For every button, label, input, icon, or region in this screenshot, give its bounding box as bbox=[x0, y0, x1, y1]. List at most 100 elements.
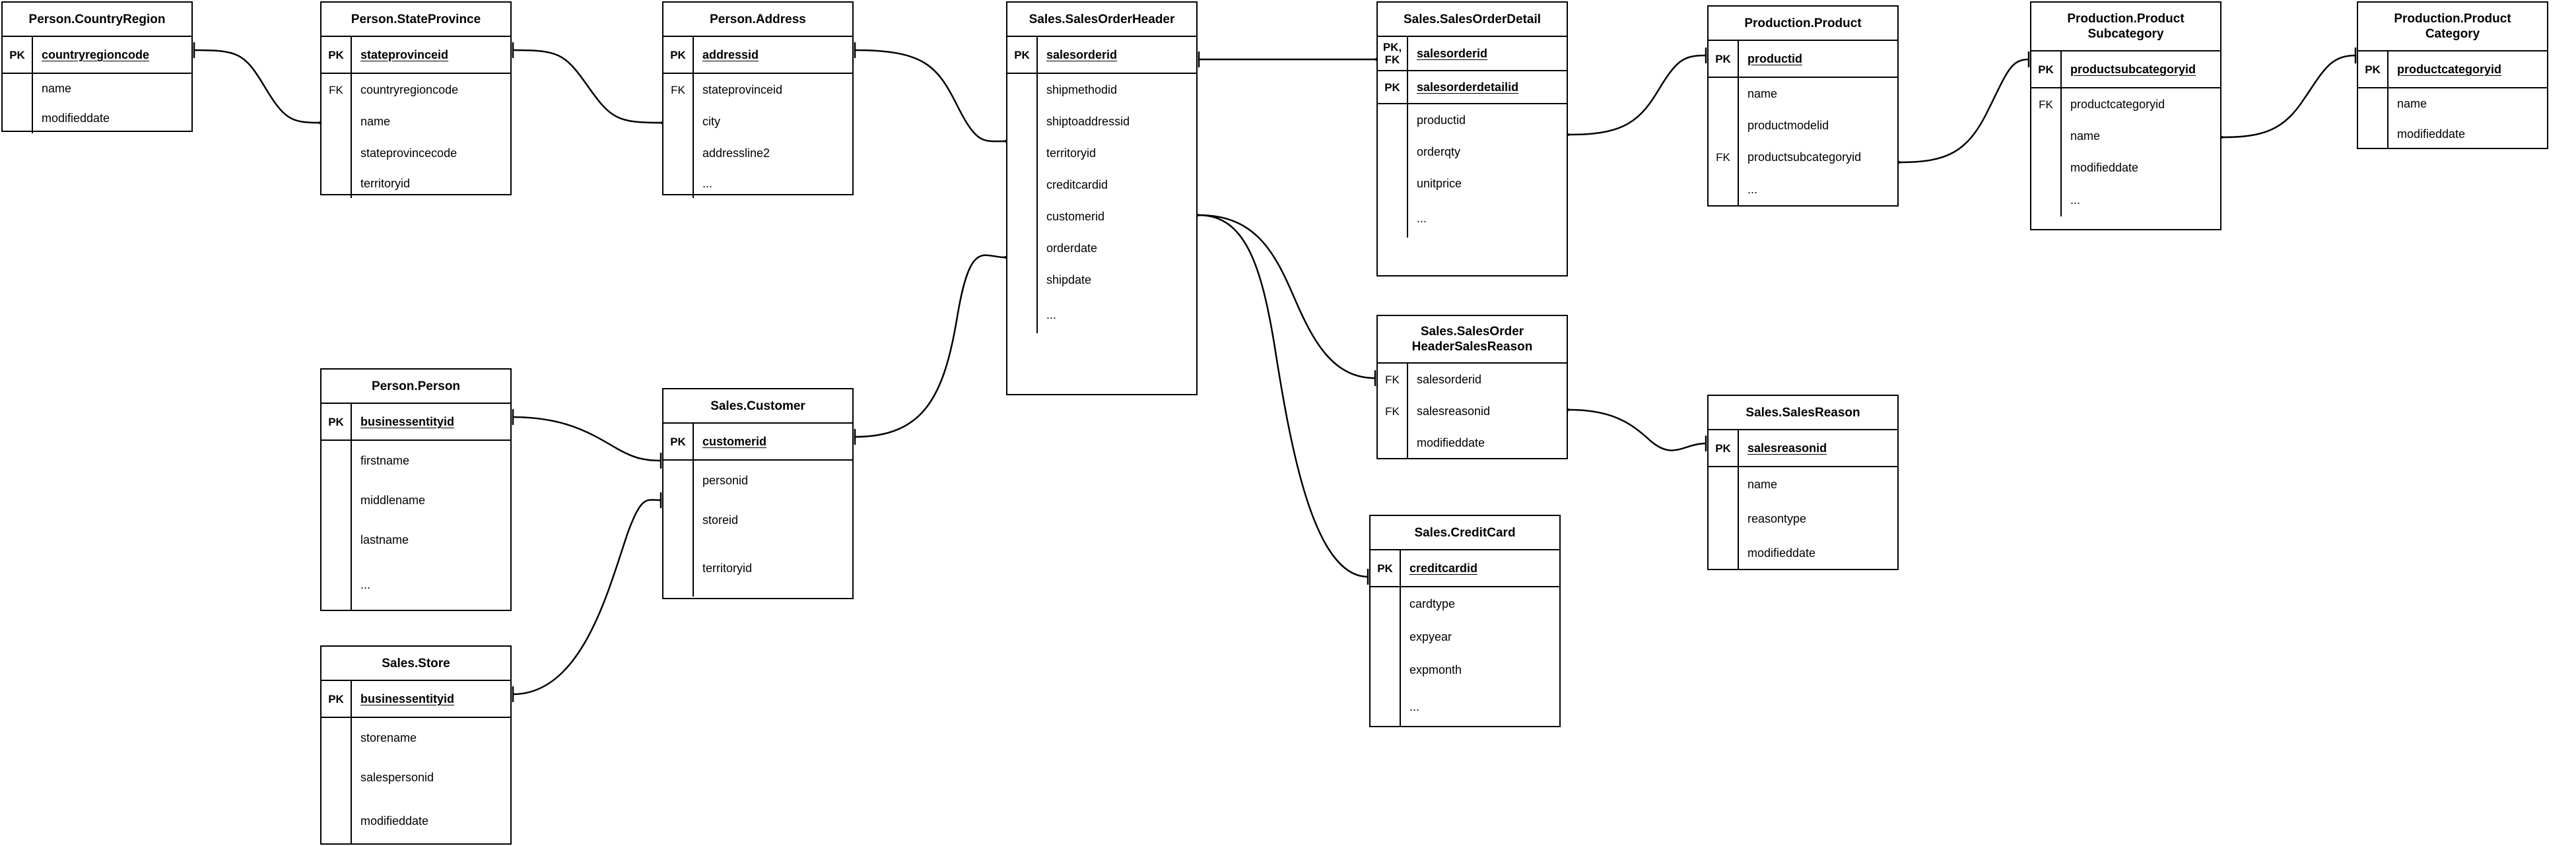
attribute-row[interactable]: name bbox=[2358, 88, 2547, 119]
attribute-row[interactable]: expmonth bbox=[1371, 653, 1559, 686]
attribute-row[interactable]: personid bbox=[663, 461, 852, 500]
attribute-row[interactable]: modifieddate bbox=[2358, 119, 2547, 149]
attribute-name: name bbox=[1747, 87, 1778, 100]
attribute-row[interactable]: ... bbox=[1007, 296, 1196, 333]
attribute-row[interactable]: ... bbox=[663, 169, 852, 198]
attribute-row[interactable]: storename bbox=[322, 718, 510, 758]
attribute-row[interactable]: shipdate bbox=[1007, 264, 1196, 296]
attribute-row[interactable]: ... bbox=[322, 560, 510, 610]
attribute-row[interactable]: storeid bbox=[663, 500, 852, 540]
attribute-name: modifieddate bbox=[360, 814, 429, 828]
attribute-row[interactable]: creditcardid bbox=[1007, 169, 1196, 201]
attribute-row[interactable]: modifieddate bbox=[1709, 536, 1897, 570]
key-marker bbox=[1709, 173, 1739, 206]
attribute-row[interactable]: stateprovincecode bbox=[322, 137, 510, 169]
entity-title-sales_reason: Sales.SalesReason bbox=[1709, 396, 1897, 430]
attribute-row[interactable]: territoryid bbox=[1007, 137, 1196, 169]
attribute-row[interactable]: addressline2 bbox=[663, 137, 852, 169]
attribute-row[interactable]: customerid bbox=[1007, 201, 1196, 232]
attribute-row[interactable]: name bbox=[1709, 78, 1897, 110]
attribute-row[interactable]: territoryid bbox=[663, 540, 852, 597]
attribute-row[interactable]: ... bbox=[1709, 173, 1897, 206]
attribute-row[interactable]: middlename bbox=[322, 480, 510, 520]
attribute-name: salesreasonid bbox=[1417, 405, 1491, 418]
attribute-row[interactable]: expyear bbox=[1371, 620, 1559, 653]
attribute-row[interactable]: name bbox=[1709, 467, 1897, 502]
attribute-row[interactable]: ... bbox=[1378, 199, 1567, 238]
key-marker: PK bbox=[322, 681, 352, 717]
attribute-row[interactable]: lastname bbox=[322, 520, 510, 560]
attribute-row[interactable]: unitprice bbox=[1378, 168, 1567, 199]
key-marker bbox=[663, 461, 694, 500]
key-marker bbox=[1007, 74, 1038, 106]
connector-rel-address-salesorderheader bbox=[854, 42, 1021, 150]
attribute-row[interactable]: orderqty bbox=[1378, 136, 1567, 168]
key-marker: PK bbox=[663, 424, 694, 459]
attribute-row[interactable]: territoryid bbox=[322, 169, 510, 198]
attribute-row[interactable]: name bbox=[2031, 120, 2220, 152]
entity-title-sales_order_header: Sales.SalesOrderHeader bbox=[1007, 3, 1196, 37]
attribute-row[interactable]: shiptoaddressid bbox=[1007, 106, 1196, 137]
key-marker: FK bbox=[1709, 141, 1739, 173]
key-marker bbox=[1378, 427, 1408, 459]
attribute-name: expyear bbox=[1409, 630, 1452, 643]
attribute-row[interactable]: name bbox=[3, 74, 191, 103]
attribute-row[interactable]: ... bbox=[1371, 686, 1559, 727]
attribute-row[interactable]: ... bbox=[2031, 183, 2220, 216]
attribute-row[interactable]: modifieddate bbox=[3, 103, 191, 133]
attribute-row[interactable]: productmodelid bbox=[1709, 110, 1897, 141]
attribute-row[interactable]: salespersonid bbox=[322, 758, 510, 797]
attribute-row[interactable]: name bbox=[322, 106, 510, 137]
attribute-row[interactable]: productid bbox=[1378, 104, 1567, 136]
attribute-row[interactable]: modifieddate bbox=[2031, 152, 2220, 183]
attribute-row[interactable]: orderdate bbox=[1007, 232, 1196, 264]
attribute-row[interactable]: firstname bbox=[322, 441, 510, 480]
attribute-row[interactable]: shipmethodid bbox=[1007, 74, 1196, 106]
attribute-row[interactable]: reasontype bbox=[1709, 502, 1897, 536]
attribute-row[interactable]: modifieddate bbox=[1378, 427, 1567, 459]
entity-title-product_subcategory: Production.Product Subcategory bbox=[2031, 3, 2220, 51]
attribute-name: firstname bbox=[360, 454, 410, 467]
attribute-name: ... bbox=[1046, 308, 1057, 321]
key-marker bbox=[322, 441, 352, 480]
attribute-row[interactable]: modifieddate bbox=[322, 797, 510, 845]
attribute-row[interactable]: city bbox=[663, 106, 852, 137]
attribute-row[interactable]: cardtype bbox=[1371, 587, 1559, 620]
